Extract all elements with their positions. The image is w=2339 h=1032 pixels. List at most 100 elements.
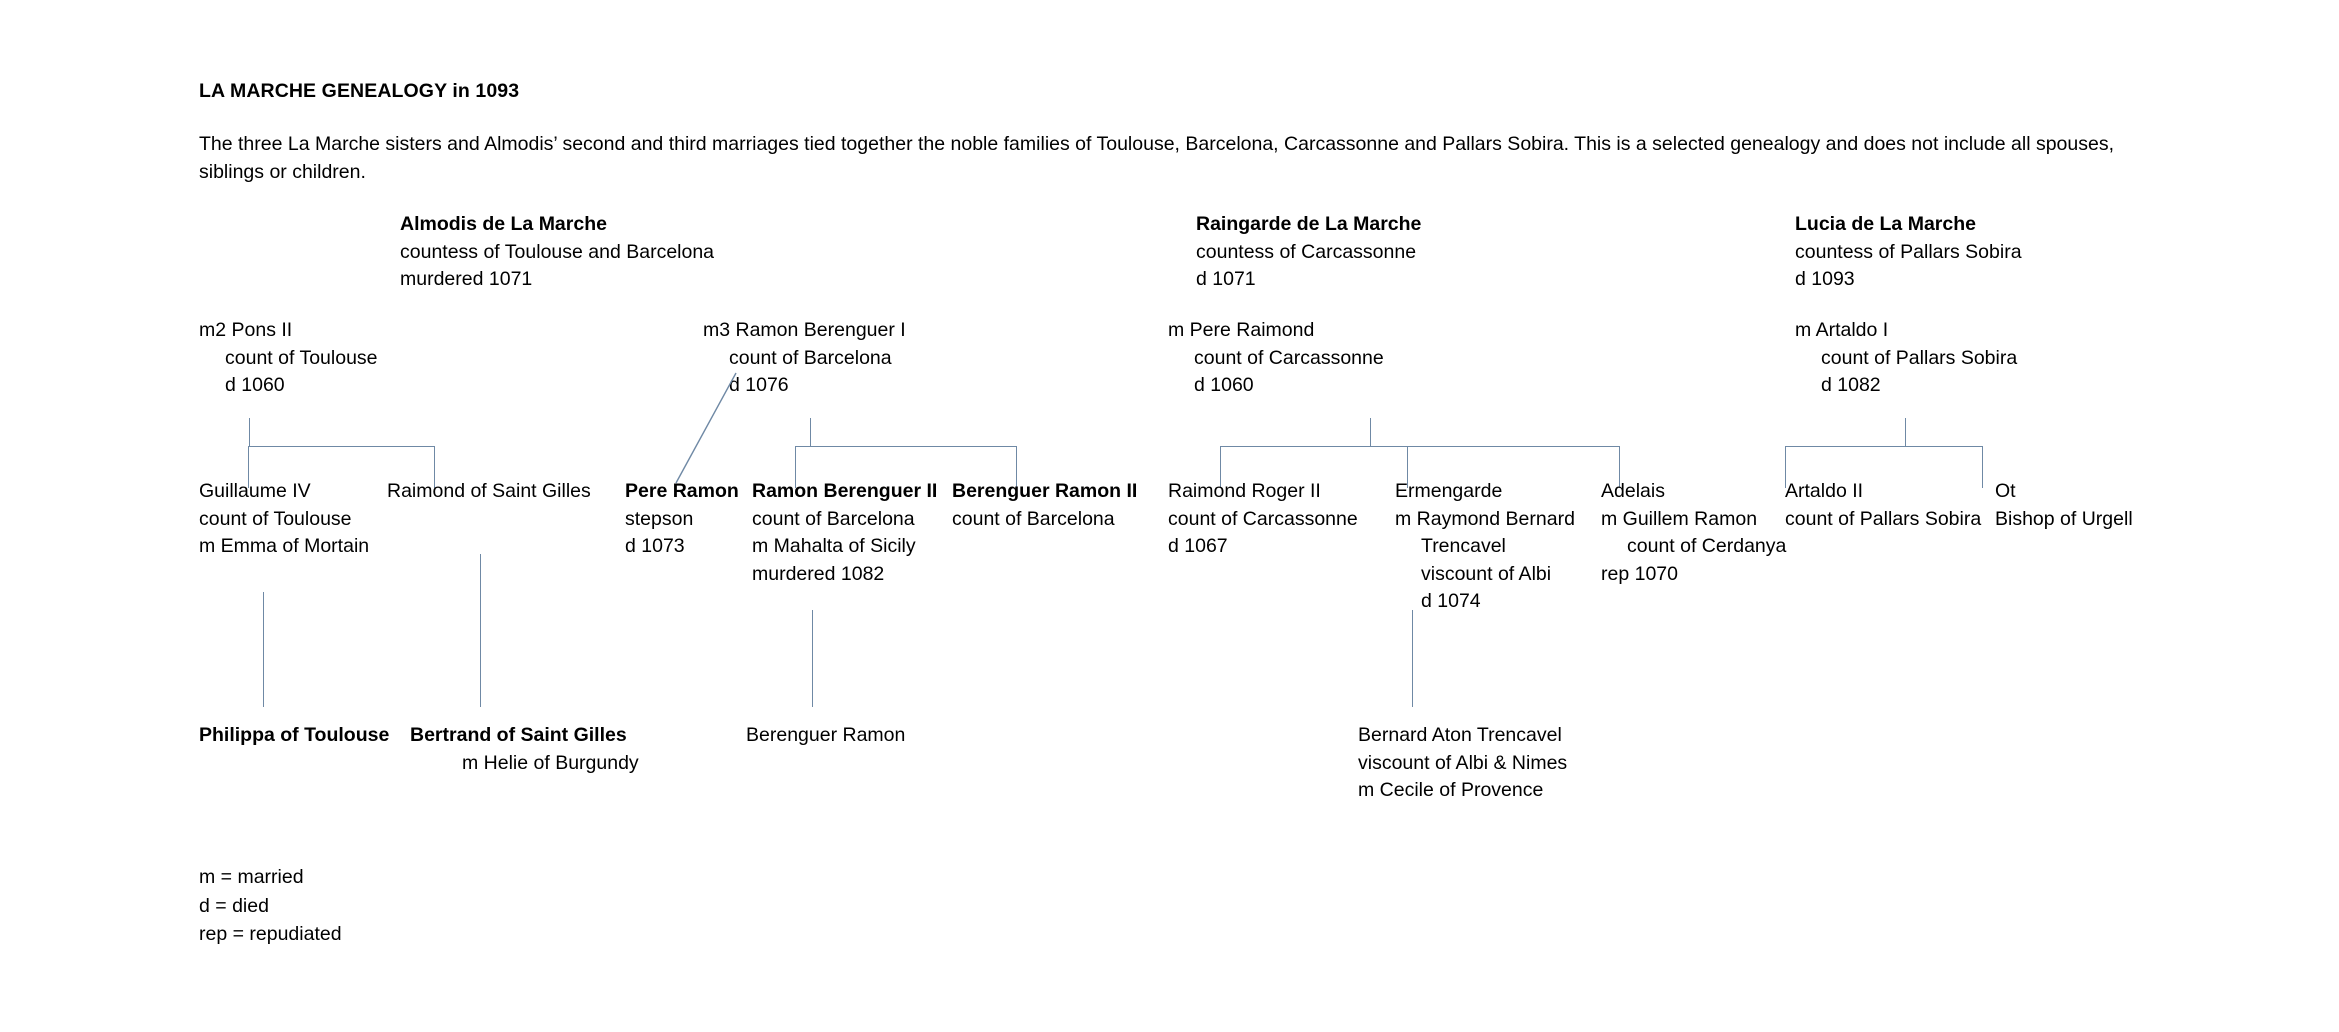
connector-drop-philippa [263, 592, 264, 707]
person-detail: m Emma of Mortain [199, 535, 370, 557]
connector-pallars-drop-ot [1982, 446, 1983, 488]
person-philippa-of-toulouse: Philippa of Toulouse [199, 722, 389, 750]
person-detail: count of Carcassonne [1168, 507, 1358, 530]
person-almodis: Almodis de La Marche countess of Toulous… [400, 211, 714, 294]
person-name: Ramon Berenguer II [752, 480, 938, 502]
person-name: Berenguer Ramon [746, 724, 906, 746]
person-ermengarde: Ermengarde m Raymond Bernard Trencavel v… [1395, 478, 1575, 616]
person-raingarde: Raingarde de La Marche countess of Carca… [1196, 211, 1421, 294]
person-detail: viscount of Albi & Nimes [1358, 751, 1568, 774]
person-title: countess of Toulouse and Barcelona [400, 240, 715, 263]
connector-pallars-stem [1905, 418, 1906, 446]
connector-barcelona-drop-ramon [795, 446, 796, 488]
person-bernard-aton-trencavel: Bernard Aton Trencavel viscount of Albi … [1358, 722, 1567, 805]
spouse-title: count of Toulouse [225, 346, 378, 369]
person-detail: count of Barcelona [952, 507, 1115, 530]
person-name: Lucia de La Marche [1795, 213, 1976, 235]
person-name: Raimond of Saint Gilles [387, 480, 591, 502]
person-artaldo-ii: Artaldo II count of Pallars Sobira [1785, 478, 1981, 533]
person-raimond-roger-ii: Raimond Roger II count of Carcassonne d … [1168, 478, 1358, 561]
spouse-death: d 1060 [225, 374, 285, 396]
person-detail: count of Barcelona [752, 507, 915, 530]
person-detail: murdered 1082 [752, 562, 885, 585]
connector-barcelona-drop-berenguer [1016, 446, 1017, 488]
connector-toulouse-bar [248, 446, 435, 447]
legend-item-repudiated: rep = repudiated [199, 923, 342, 945]
person-name: Berenguer Ramon II [952, 480, 1138, 502]
person-detail: count of Pallars Sobira [1785, 507, 1982, 530]
person-name: Artaldo II [1785, 480, 1864, 502]
person-name: Guillaume IV [199, 480, 311, 502]
person-detail: count of Cerdanya [1627, 535, 1787, 557]
marriage-m-artaldo: m Artaldo I count of Pallars Sobira d 10… [1795, 317, 2017, 400]
connector-drop-berenguer-ramon [812, 610, 813, 707]
spouse-title: count of Pallars Sobira [1821, 346, 2018, 369]
person-death: d 1093 [1795, 268, 1855, 290]
person-name: Raingarde de La Marche [1196, 213, 1422, 235]
person-title: countess of Pallars Sobira [1795, 240, 2022, 263]
intro-paragraph: The three La Marche sisters and Almodis’… [199, 133, 2115, 183]
person-bertrand-of-saint-gilles: Bertrand of Saint Gilles m Helie of Burg… [410, 722, 639, 777]
marriage-m2-pons: m2 Pons II count of Toulouse d 1060 [199, 317, 378, 400]
person-detail: Trencavel [1421, 535, 1506, 557]
person-name: Ermengarde [1395, 480, 1503, 502]
spouse-death: d 1076 [729, 374, 789, 396]
person-name: Bernard Aton Trencavel [1358, 724, 1562, 746]
person-name: Pere Ramon [625, 480, 739, 502]
person-ot: Ot Bishop of Urgell [1995, 478, 2133, 533]
connector-drop-bertrand [480, 554, 481, 707]
connector-carcassonne-drop-raimond-roger [1220, 446, 1221, 488]
legend-item-died: d = died [199, 894, 269, 917]
spouse-death: d 1082 [1821, 374, 1881, 396]
person-name: Ot [1995, 480, 2016, 502]
page-title: LA MARCHE GENEALOGY in 1093 [199, 80, 520, 102]
connector-toulouse-stem [249, 418, 250, 446]
legend-item-married: m = married [199, 866, 304, 888]
person-detail: d 1067 [1168, 535, 1228, 557]
connector-drop-bernard-aton [1412, 610, 1413, 707]
person-detail: viscount of Albi [1421, 562, 1552, 585]
person-detail: rep 1070 [1601, 562, 1678, 585]
spouse-name: m Pere Raimond [1168, 319, 1315, 341]
person-detail: m Cecile of Provence [1358, 779, 1544, 801]
person-lucia: Lucia de La Marche countess of Pallars S… [1795, 211, 2022, 294]
spouse-title: count of Carcassonne [1194, 346, 1384, 369]
person-detail: d 1073 [625, 535, 685, 557]
connector-toulouse-drop-raimond [434, 446, 435, 488]
connector-pallars-bar [1785, 446, 1983, 447]
person-pere-ramon: Pere Ramon stepson d 1073 [625, 478, 739, 561]
person-death: murdered 1071 [400, 268, 533, 290]
person-detail: d 1074 [1421, 590, 1481, 612]
person-ramon-berenguer-ii: Ramon Berenguer II count of Barcelona m … [752, 478, 937, 588]
legend: m = married d = died rep = repudiated [199, 863, 342, 949]
person-name: Raimond Roger II [1168, 480, 1321, 502]
spouse-name: m Artaldo I [1795, 319, 1889, 341]
connector-carcassonne-drop-adelais [1619, 446, 1620, 488]
person-death: d 1071 [1196, 268, 1256, 290]
person-detail: m Helie of Burgundy [462, 751, 639, 774]
person-guillaume-iv: Guillaume IV count of Toulouse m Emma of… [199, 478, 369, 561]
spouse-name: m3 Ramon Berenguer I [703, 319, 906, 341]
spouse-death: d 1060 [1194, 374, 1254, 396]
person-detail: Bishop of Urgell [1995, 507, 2133, 530]
person-name: Philippa of Toulouse [199, 724, 390, 746]
spouse-name: m2 Pons II [199, 319, 293, 341]
connector-carcassonne-stem [1370, 418, 1371, 446]
connector-toulouse-drop-guillaume [248, 446, 249, 488]
person-name: Bertrand of Saint Gilles [410, 724, 627, 746]
connector-barcelona-bar [795, 446, 1017, 447]
person-berenguer-ramon-ii: Berenguer Ramon II count of Barcelona [952, 478, 1137, 533]
person-adelais: Adelais m Guillem Ramon count of Cerdany… [1601, 478, 1786, 588]
marriage-m3-ramon-berenguer: m3 Ramon Berenguer I count of Barcelona … [703, 317, 906, 400]
connector-carcassonne-bar [1220, 446, 1620, 447]
marriage-m-pere-raimond: m Pere Raimond count of Carcassonne d 10… [1168, 317, 1384, 400]
person-name: Adelais [1601, 480, 1665, 502]
connector-carcassonne-drop-ermengarde [1407, 446, 1408, 488]
person-detail: count of Toulouse [199, 507, 352, 530]
connector-barcelona-stem [810, 418, 811, 446]
person-raimond-of-saint-gilles: Raimond of Saint Gilles [387, 478, 591, 506]
connector-pere-ramon-diagonal [675, 372, 737, 484]
person-detail: m Raymond Bernard [1395, 507, 1575, 530]
person-detail: m Mahalta of Sicily [752, 535, 916, 557]
